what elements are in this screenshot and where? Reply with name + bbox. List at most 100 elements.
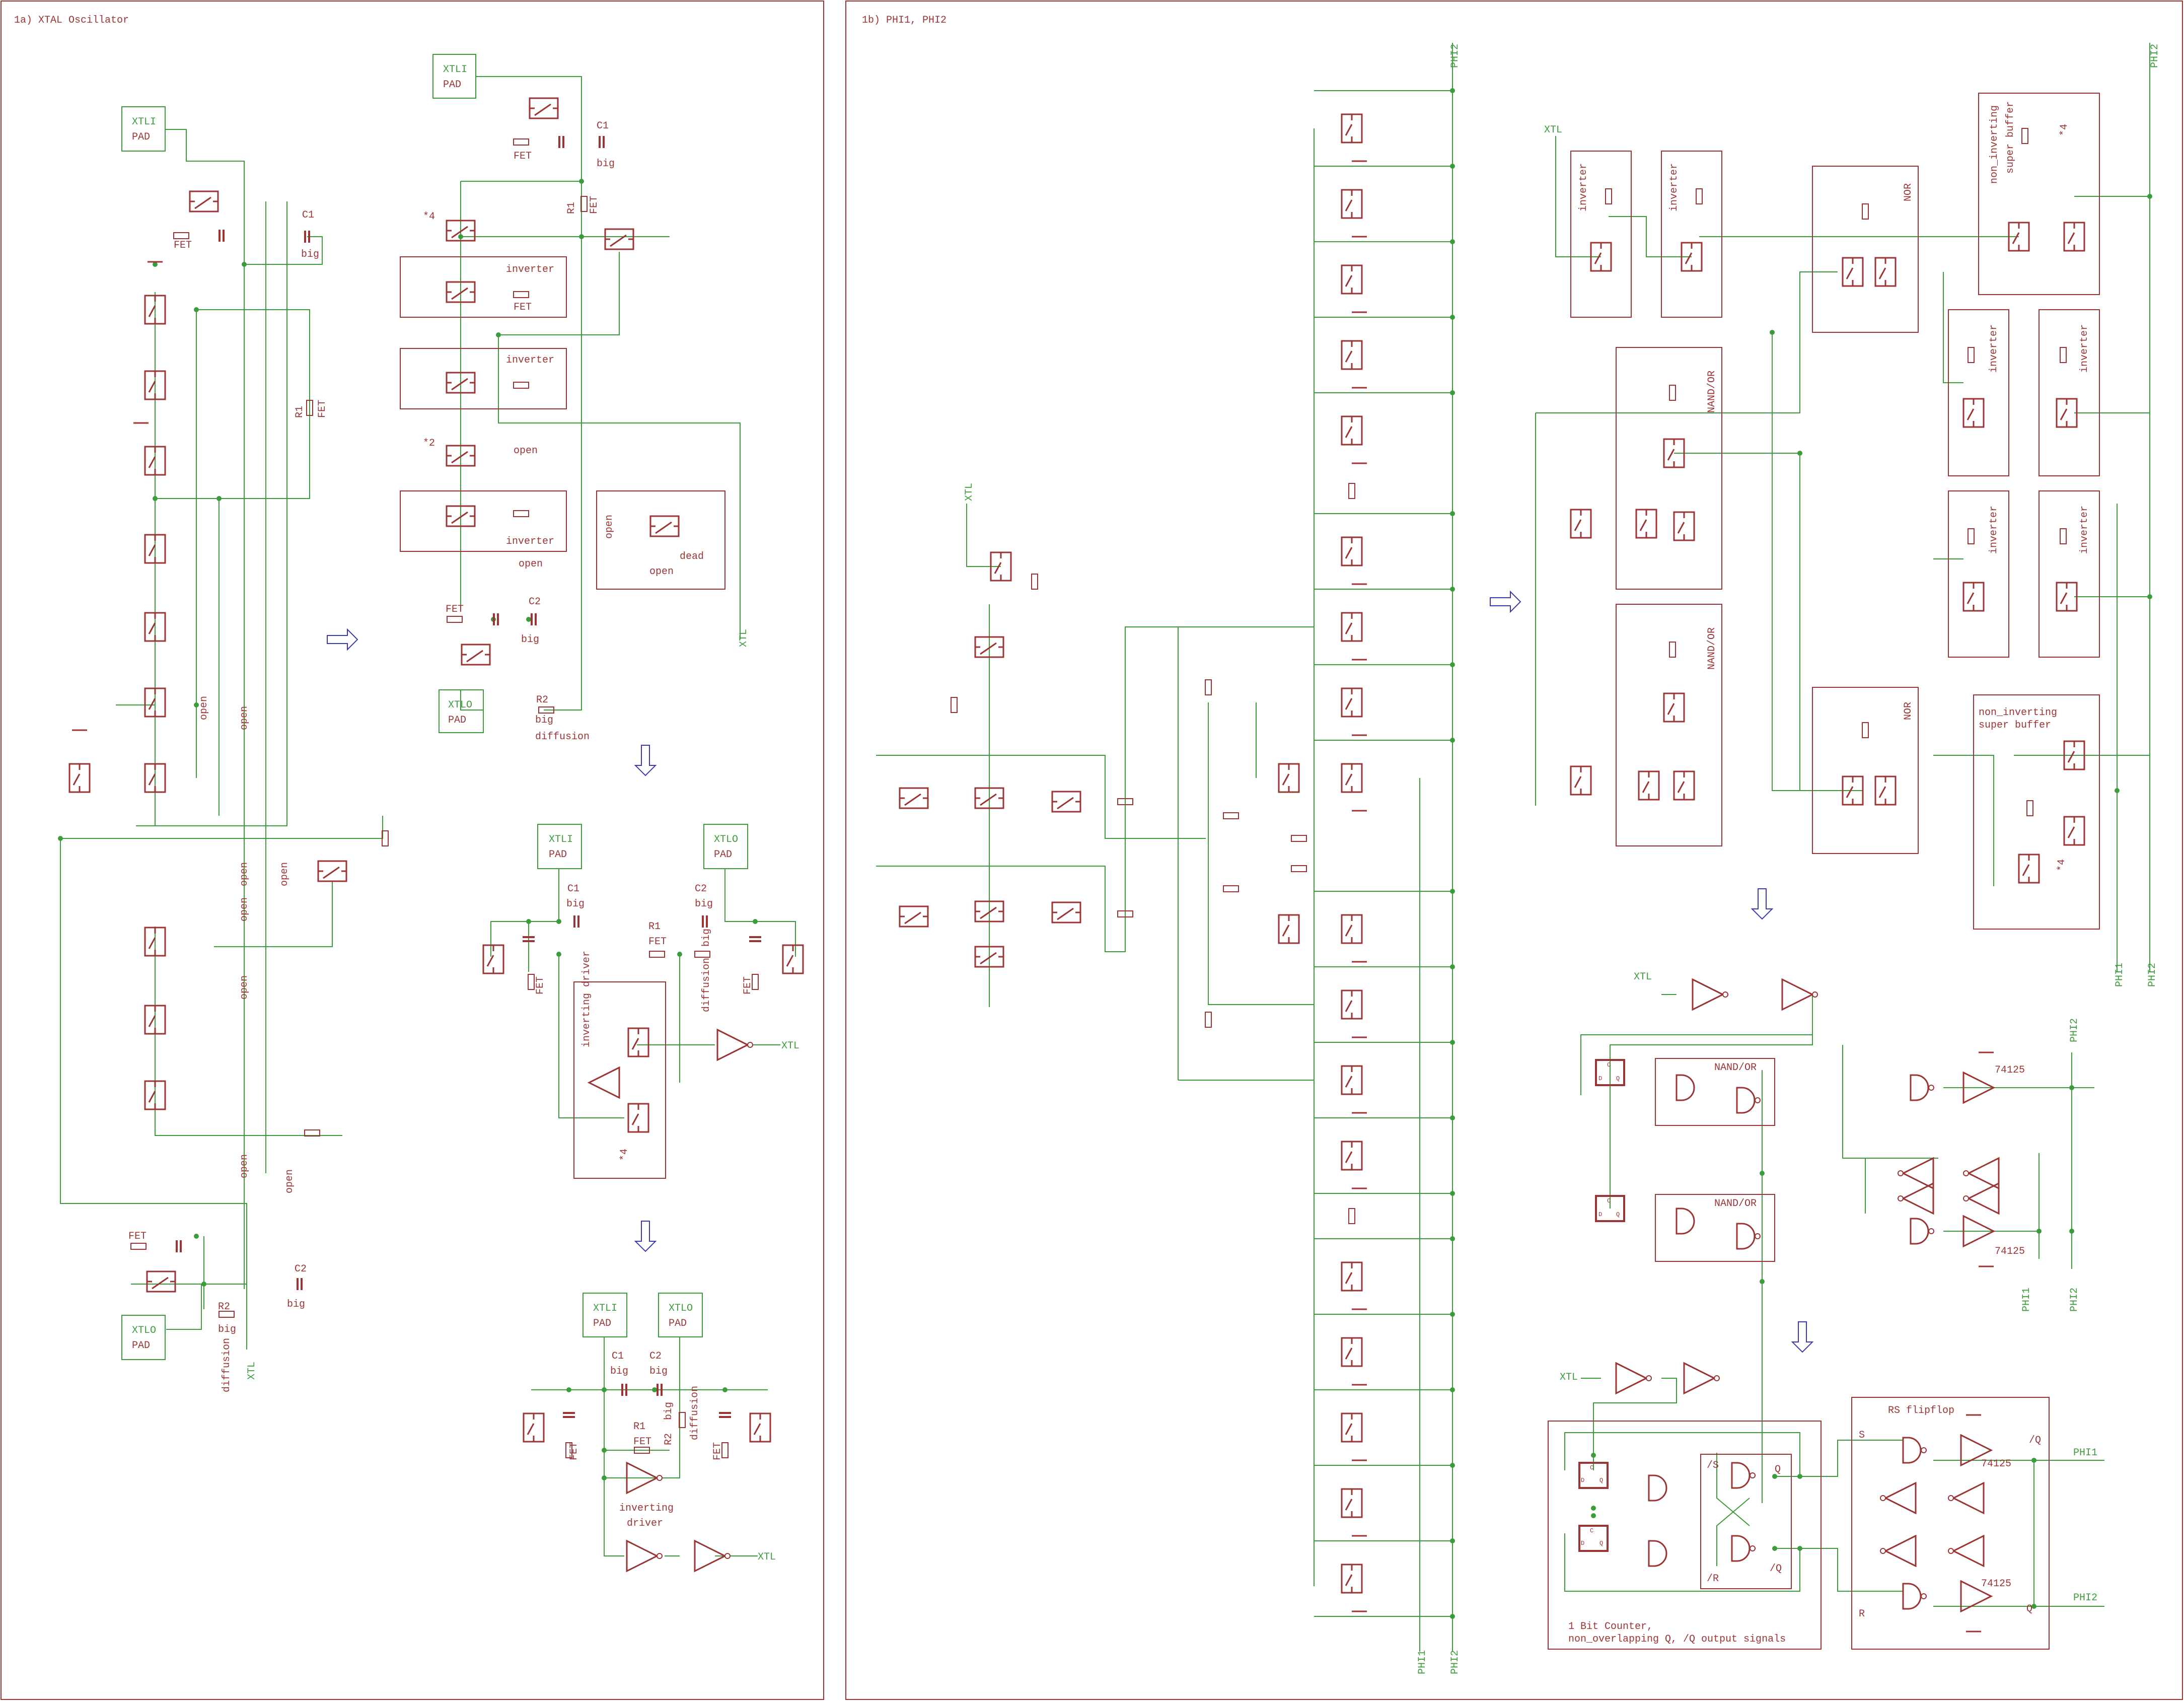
switch-transistor-icon [782, 944, 804, 974]
switch-transistor-icon [1341, 113, 1363, 144]
label-open-5: open [239, 975, 250, 1000]
switch-transistor-icon [1663, 692, 1685, 723]
label-xtlo-name: XTLO [669, 1303, 693, 1314]
counter-block [1548, 1421, 1822, 1650]
flow-arrow-down-icon [634, 1221, 657, 1252]
switch-contact [1846, 776, 1854, 805]
resistor-icon [1669, 385, 1676, 401]
switch-transistor-icon [144, 927, 166, 957]
resistor-icon [528, 974, 535, 990]
nand-gate-icon [1910, 1218, 1929, 1245]
switch-contact [1667, 439, 1675, 467]
label-xtli-pad: PAD [593, 1318, 611, 1329]
junction-dot [58, 836, 63, 841]
switch-transistor-icon [144, 687, 166, 718]
wire [604, 1450, 680, 1478]
junction-dot [2115, 788, 2120, 793]
switch-contact [1345, 764, 1353, 792]
wire [166, 1284, 202, 1330]
label-rs-title: RS flipflop [1888, 1405, 1954, 1416]
panel-b-frame [845, 1, 2183, 1700]
label-c1-big: big [610, 1366, 628, 1377]
switch-transistor-icon [974, 787, 1004, 809]
switch-transistor-icon [2063, 816, 2085, 846]
label-inverter-3: inverter [1988, 324, 2000, 373]
resistor-icon [752, 974, 759, 990]
switch-contact [1345, 341, 1353, 369]
label-xtl: XTL [758, 1551, 776, 1563]
label-d-2: D [1581, 1540, 1584, 1547]
switch-transistor-icon [1341, 1564, 1363, 1594]
label-out-q: Q [2026, 1603, 2032, 1615]
junction-dot [194, 307, 199, 312]
switch-contact [148, 1081, 156, 1109]
resistor-icon [1223, 885, 1239, 892]
d-flipflop-icon [1578, 1525, 1609, 1552]
switch-contact [1667, 693, 1675, 722]
resistor-icon [513, 138, 529, 146]
switch-contact [447, 511, 475, 524]
label-xtl: XTL [1544, 124, 1562, 136]
label-phi1-bottom: PHI1 [1417, 1650, 1428, 1674]
switch-contact [530, 103, 558, 116]
switch-contact [631, 1028, 639, 1056]
switch-transistor-icon [1663, 438, 1685, 468]
switch-contact [1345, 1565, 1353, 1593]
label-fet-left: FET [568, 1442, 580, 1460]
capacitor-icon [493, 613, 499, 625]
resistor-icon [1291, 865, 1307, 872]
switch-contact [1677, 771, 1685, 800]
inversion-bubble [1646, 1375, 1652, 1381]
resistor-icon [513, 291, 529, 298]
wire [876, 755, 1206, 839]
nand-or-block [1655, 1194, 1775, 1262]
dead-block [596, 490, 725, 590]
label-c2-big: big [695, 898, 713, 910]
label-fet-3: FET [446, 604, 464, 615]
junction-dot [652, 1387, 657, 1392]
switch-transistor-icon [604, 228, 634, 250]
wire [1842, 1045, 1938, 1159]
resistor-icon [1669, 642, 1676, 658]
switch-transistor-icon [1341, 1261, 1363, 1292]
flow-arrow-down-icon [634, 745, 657, 776]
switch-contact [148, 371, 156, 399]
capacitor-icon [599, 136, 605, 148]
label-xtlo-pad: PAD [714, 849, 732, 861]
junction-dot [579, 179, 584, 184]
capacitor-icon [719, 1412, 731, 1418]
resistor-icon [513, 382, 529, 389]
label-xtli-pad: PAD [443, 79, 461, 91]
switch-contact [447, 451, 475, 464]
junction-dot [216, 496, 222, 501]
junction-dot [1450, 1236, 1455, 1241]
switch-contact [631, 1104, 639, 1132]
junction-dot [458, 234, 463, 239]
capacitor-icon [558, 136, 564, 148]
wire [476, 76, 582, 711]
junction-dot [2147, 594, 2152, 599]
nand-gate-icon [1736, 1223, 1756, 1250]
switch-transistor-icon [144, 295, 166, 325]
junction-dot [1450, 662, 1455, 667]
label-c2-big: big [649, 1366, 668, 1377]
capacitor-icon [563, 1412, 575, 1418]
switch-contact [1345, 990, 1353, 1019]
wire [1564, 1432, 1800, 1476]
buffer-right-icon [626, 1539, 659, 1573]
capacitor-icon [523, 936, 535, 942]
switch-contact [1685, 243, 1693, 271]
label-inverter-4: inverter [2079, 324, 2090, 373]
label-x4-2: *4 [2056, 859, 2068, 871]
buffer-left-icon [1883, 1534, 1917, 1568]
buffer-right-icon [1615, 1362, 1648, 1395]
panel-a-title: 1a) XTAL Oscillator [14, 15, 129, 26]
wire [1716, 1453, 1750, 1526]
label-r1-fet: FET [648, 936, 667, 948]
buffer-left-icon [1951, 1481, 1985, 1515]
switch-contact [447, 378, 475, 391]
resistor-icon [306, 400, 313, 416]
switch-transistor-icon [529, 97, 559, 119]
switch-contact [2060, 399, 2068, 427]
junction-dot [1450, 88, 1455, 93]
